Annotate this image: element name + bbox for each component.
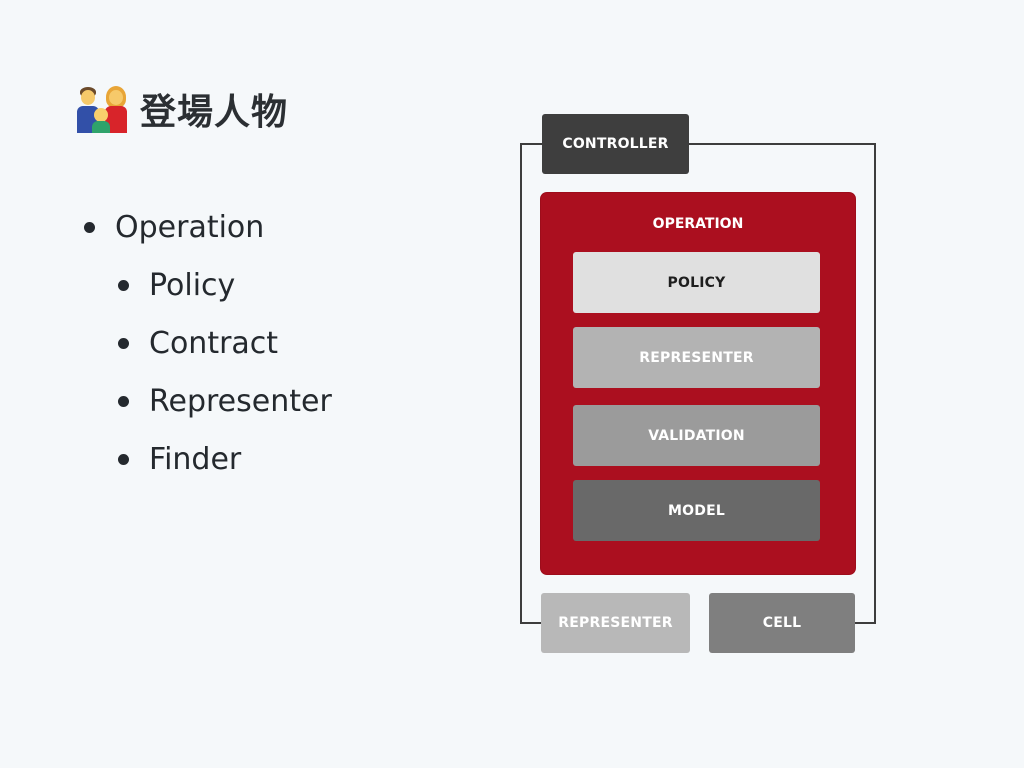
bullet-item-finder: Finder <box>76 430 332 488</box>
bullet-dot-icon <box>118 395 129 407</box>
model-box: MODEL <box>573 480 820 541</box>
bullet-label: Representer <box>149 383 332 419</box>
bullet-item-operation: Operation <box>76 198 332 256</box>
family-emoji-icon <box>76 85 128 133</box>
bullet-item-policy: Policy <box>76 256 332 314</box>
representer-inner-box: REPRESENTER <box>573 327 820 388</box>
bullet-label: Policy <box>149 267 236 303</box>
controller-box: CONTROLLER <box>542 114 689 174</box>
frame-left-line <box>520 143 522 624</box>
bullet-dot-icon <box>118 453 129 465</box>
frame-bottom-right-line <box>855 622 876 624</box>
bullet-label: Finder <box>149 441 242 477</box>
bullet-dot-icon <box>84 221 95 233</box>
bullet-item-contract: Contract <box>76 314 332 372</box>
validation-box: VALIDATION <box>573 405 820 466</box>
policy-box: POLICY <box>573 252 820 313</box>
representer-outer-box: REPRESENTER <box>541 593 690 653</box>
bullet-item-representer: Representer <box>76 372 332 430</box>
bullet-label: Operation <box>115 209 265 245</box>
frame-top-left-line <box>521 143 542 145</box>
bullet-list: Operation Policy Contract Representer Fi… <box>76 198 332 488</box>
operation-label: OPERATION <box>652 216 744 232</box>
frame-right-line <box>874 143 876 624</box>
frame-bottom-left-line <box>520 622 541 624</box>
bullet-dot-icon <box>118 279 129 291</box>
slide-title-text: 登場人物 <box>140 92 289 133</box>
cell-box: CELL <box>709 593 855 653</box>
bullet-label: Contract <box>149 325 279 361</box>
bullet-dot-icon <box>118 337 129 349</box>
slide-title: 登場人物 <box>76 82 288 136</box>
frame-top-right-line <box>689 143 876 145</box>
